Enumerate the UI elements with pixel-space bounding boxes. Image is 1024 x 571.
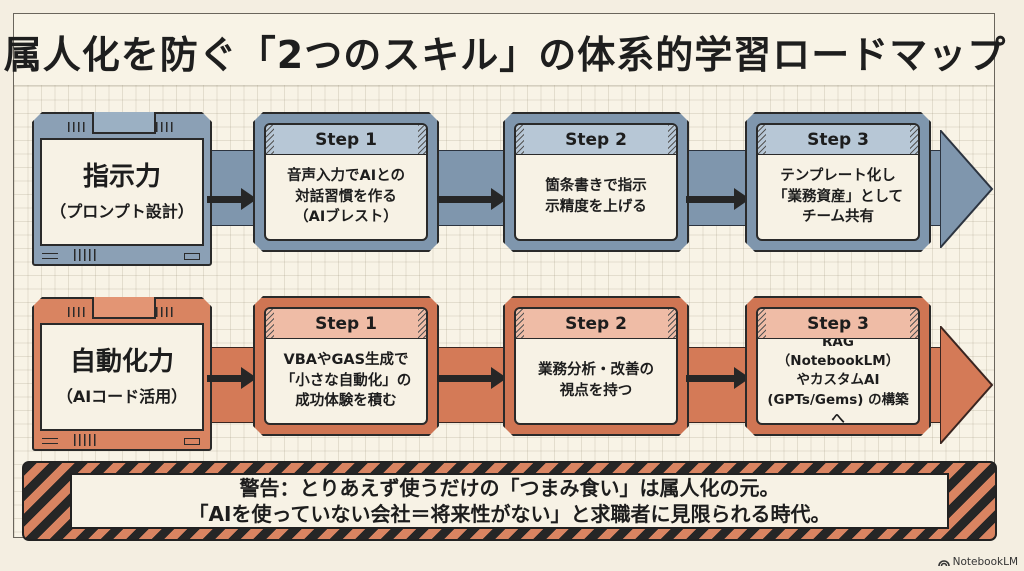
step-label: Step 3 (758, 125, 918, 155)
skill-subtitle: （プロンプト設計） (50, 201, 194, 221)
step-card-2: Step 2 業務分析・改善の 視点を持つ (503, 296, 689, 436)
track-end-arrow (940, 130, 994, 248)
warning-line-2: 「AIを使っていない会社＝将来性がない」と求職者に見限られる時代。 (188, 502, 831, 526)
line-decoration (42, 438, 58, 444)
warning-line-1: 警告：とりあえず使うだけの「つまみ食い」は属人化の元。 (239, 476, 780, 500)
step-card-1: Step 1 音声入力でAIとの 対話習慣を作る （AIブレスト） (253, 112, 439, 252)
vent-decoration (74, 249, 96, 261)
skill-screen: 自動化力 （AIコード活用） (40, 323, 204, 431)
warning-message: 警告：とりあえず使うだけの「つまみ食い」は属人化の元。 「AIを使っていない会社… (70, 473, 949, 529)
console-tab (92, 112, 156, 134)
step-card-1: Step 1 VBAやGAS生成で 「小さな自動化」の 成功体験を積む (253, 296, 439, 436)
track-end-arrow (940, 326, 994, 444)
step-text: 箇条書きで指示 示精度を上げる (545, 178, 647, 215)
skill-name: 指示力 (82, 162, 161, 193)
step-label: Step 2 (516, 309, 676, 339)
notebooklm-logo-icon (937, 559, 950, 566)
flow-arrow (437, 367, 507, 389)
step-text: テンプレート化し 「業務資産」として チーム共有 (772, 168, 904, 226)
vent-decoration (156, 122, 176, 132)
skill-box-automation: 自動化力 （AIコード活用） (32, 297, 212, 451)
page-title: 属人化を防ぐ「2つのスキル」の体系的学習ロードマップ (3, 33, 1007, 77)
watermark-text: NotebookLM (952, 556, 1018, 568)
flow-arrow (207, 188, 257, 210)
step-card-3: Step 3 RAG（NotebookLM） やカスタムAI (GPTs/Gem… (745, 296, 931, 436)
warning-banner: 警告：とりあえず使うだけの「つまみ食い」は属人化の元。 「AIを使っていない会社… (22, 461, 997, 541)
console-tab (92, 297, 156, 319)
line-decoration (42, 253, 58, 259)
step-card-3: Step 3 テンプレート化し 「業務資産」として チーム共有 (745, 112, 931, 252)
slot-decoration (184, 438, 200, 445)
flow-arrow (686, 188, 750, 210)
vent-decoration (156, 307, 176, 317)
vent-decoration (74, 434, 96, 446)
skill-screen: 指示力 （プロンプト設計） (40, 138, 204, 246)
skill-box-instruction: 指示力 （プロンプト設計） (32, 112, 212, 266)
skill-subtitle: （AIコード活用） (56, 386, 188, 406)
vent-decoration (68, 122, 88, 132)
step-label: Step 3 (758, 309, 918, 339)
step-label: Step 1 (266, 125, 426, 155)
watermark: NotebookLM (937, 556, 1018, 568)
vent-decoration (68, 307, 88, 317)
step-card-2: Step 2 箇条書きで指示 示精度を上げる (503, 112, 689, 252)
step-label: Step 1 (266, 309, 426, 339)
slot-decoration (184, 253, 200, 260)
flow-arrow (207, 367, 257, 389)
step-text: 音声入力でAIとの 対話習慣を作る （AIブレスト） (287, 168, 405, 226)
step-text: VBAやGAS生成で 「小さな自動化」の 成功体験を積む (280, 352, 412, 410)
flow-arrow (437, 188, 507, 210)
step-text: 業務分析・改善の 視点を持つ (538, 362, 654, 399)
step-label: Step 2 (516, 125, 676, 155)
skill-name: 自動化力 (69, 347, 174, 378)
flow-arrow (686, 367, 750, 389)
step-text: RAG（NotebookLM） やカスタムAI (GPTs/Gems) の構築へ (767, 334, 909, 425)
